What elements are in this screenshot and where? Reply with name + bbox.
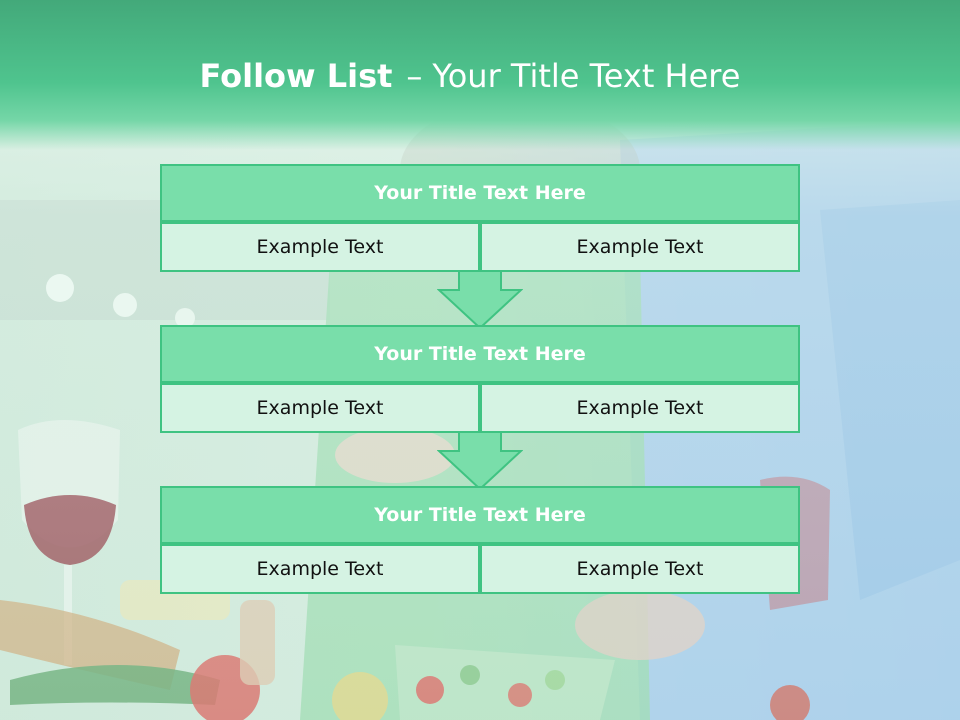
down-arrow-icon xyxy=(437,270,523,330)
down-arrow-icon xyxy=(437,431,523,491)
block-cell-right: Example Text xyxy=(480,383,800,433)
block-cell-left: Example Text xyxy=(160,383,480,433)
header-band xyxy=(0,0,960,150)
block-cell-right: Example Text xyxy=(480,544,800,594)
block-cell-left: Example Text xyxy=(160,222,480,272)
block-cell-left: Example Text xyxy=(160,544,480,594)
title-rest: Your Title Text Here xyxy=(432,57,741,95)
block-cell-right: Example Text xyxy=(480,222,800,272)
title-strong: Follow List xyxy=(199,57,393,95)
block-title: Your Title Text Here xyxy=(160,486,800,544)
block-title: Your Title Text Here xyxy=(160,325,800,383)
title-separator: – xyxy=(406,57,423,95)
block-title: Your Title Text Here xyxy=(160,164,800,222)
slide-title: Follow List–Your Title Text Here xyxy=(0,54,940,98)
